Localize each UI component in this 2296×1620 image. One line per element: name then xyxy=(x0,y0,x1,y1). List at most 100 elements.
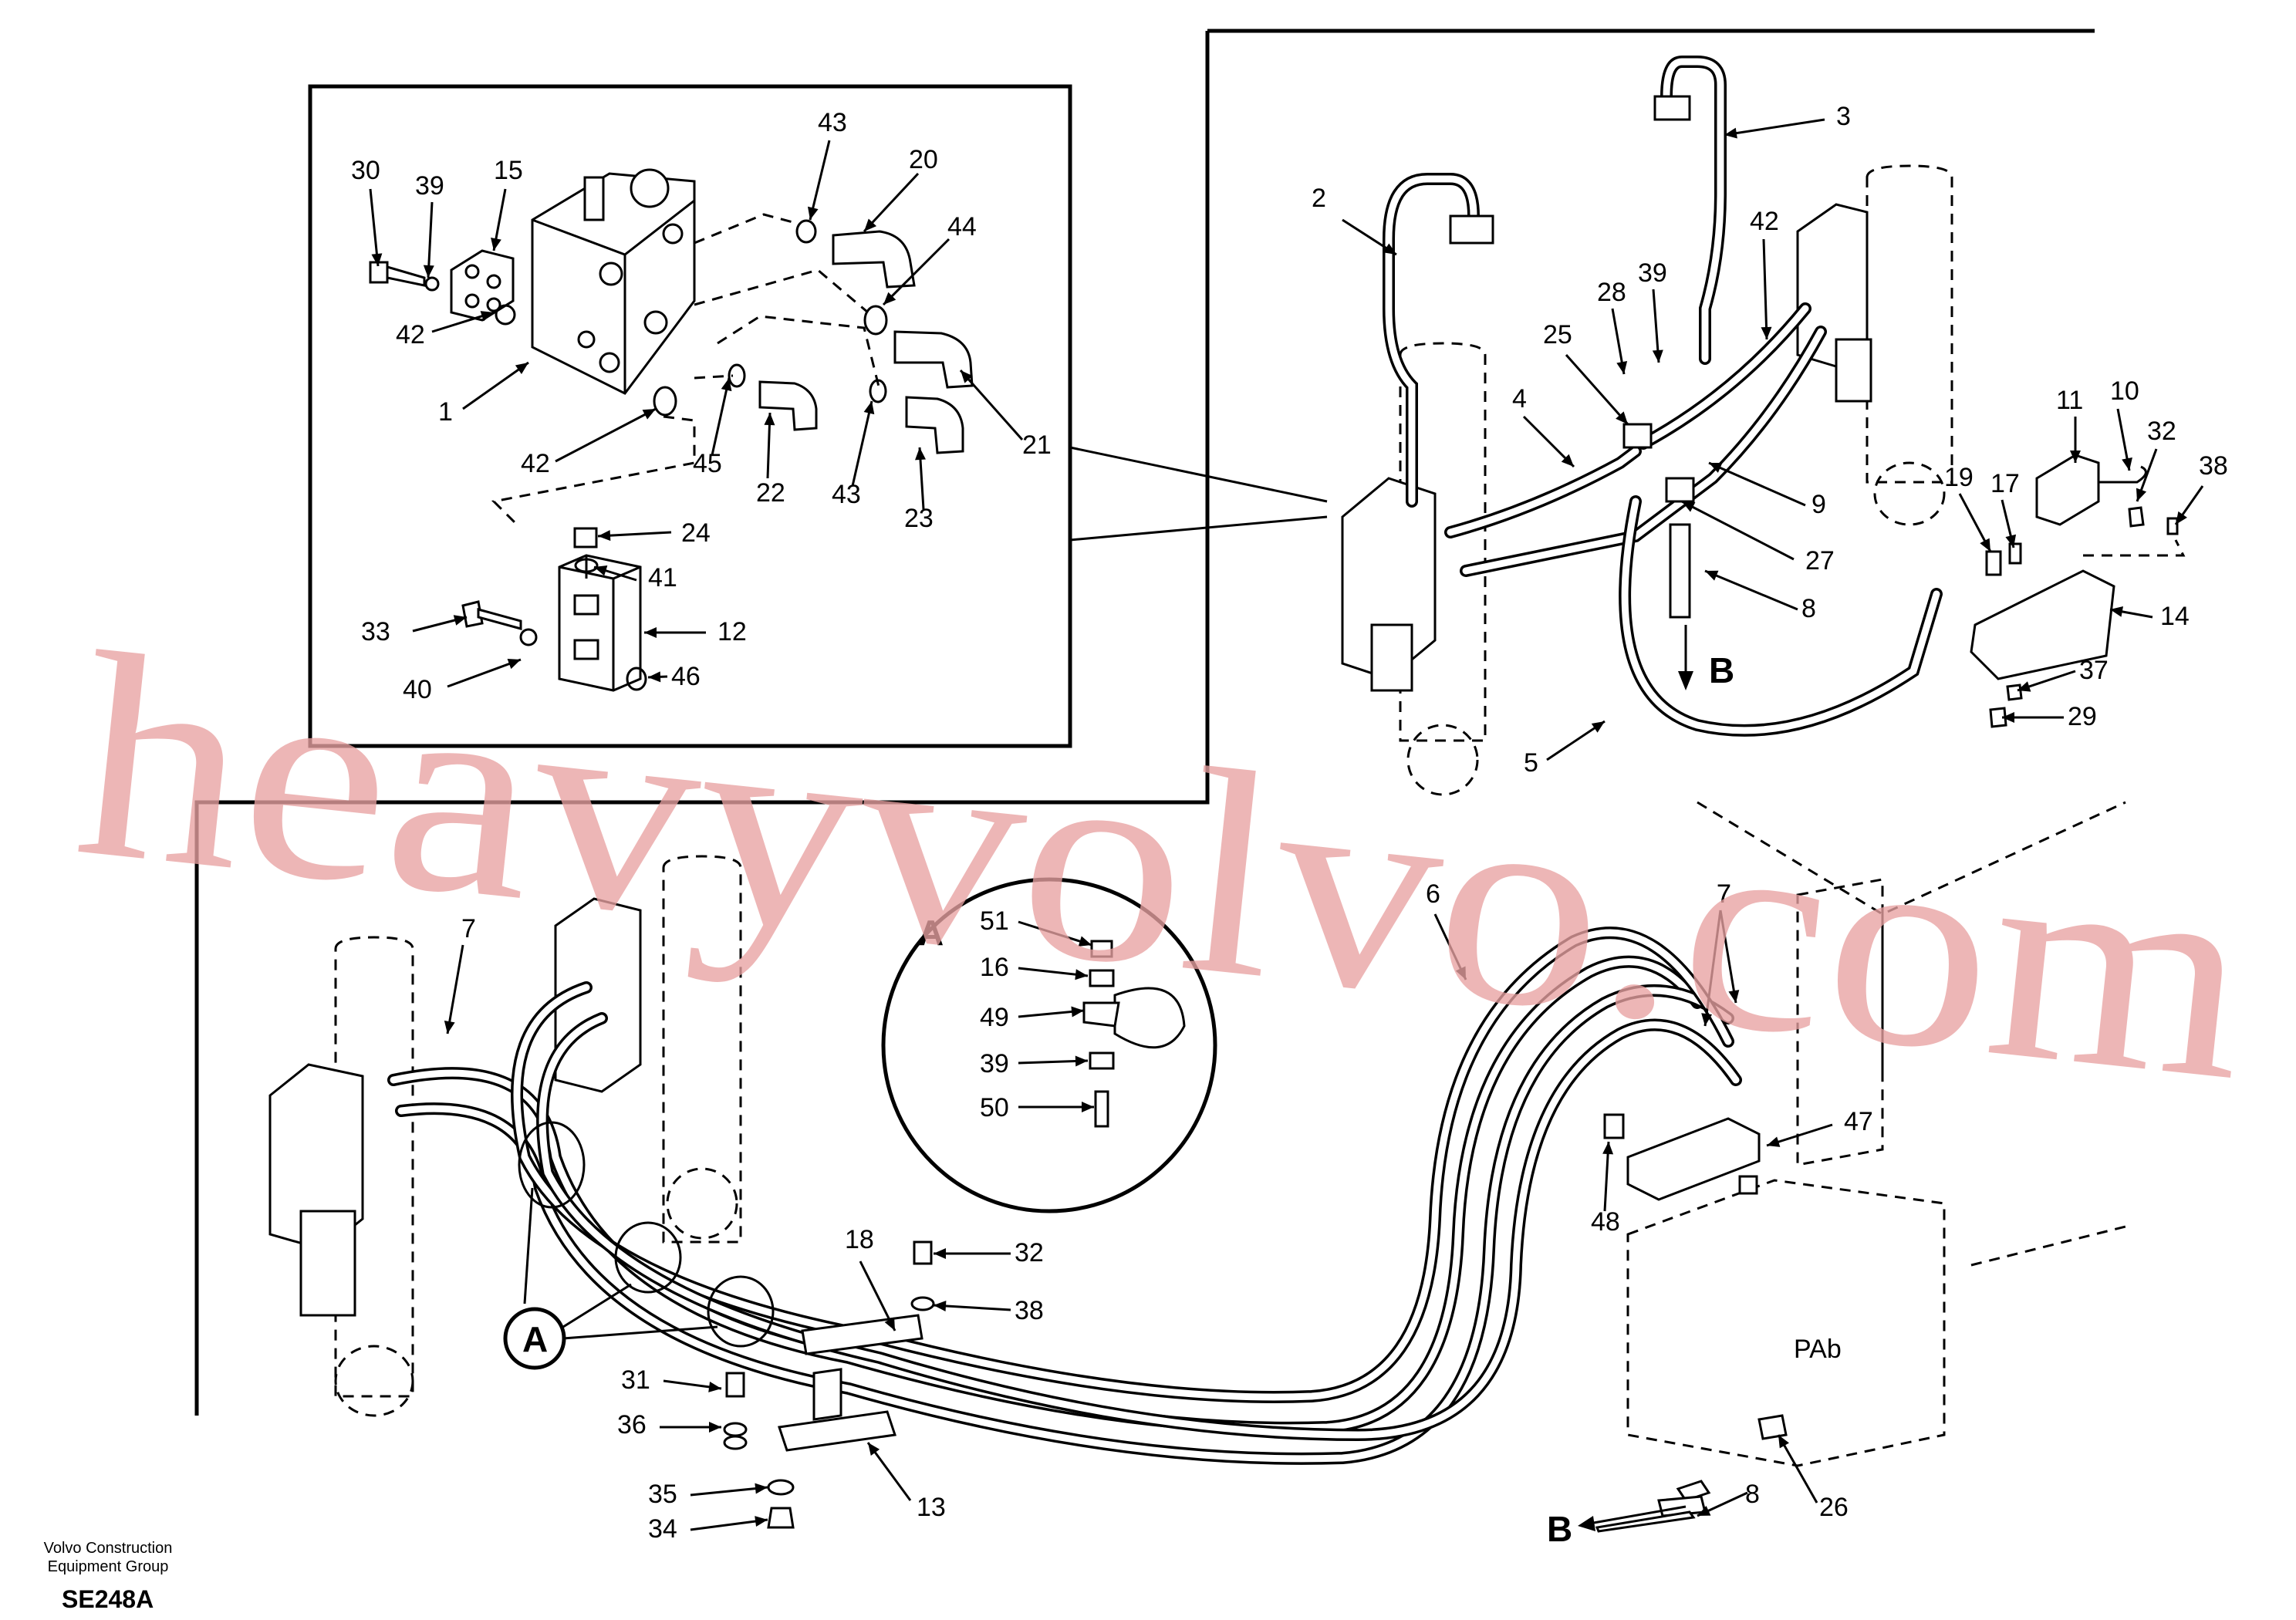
part-label: 32 xyxy=(2147,417,2176,446)
part-label: 49 xyxy=(980,1003,1009,1032)
leader-line xyxy=(1708,461,1806,507)
leader-arrowhead xyxy=(371,253,383,266)
leader-arrowhead xyxy=(2176,511,2187,525)
watermark-text: heavyvolvo.com xyxy=(65,592,2263,1142)
part-label: 4 xyxy=(1512,384,1527,413)
footer-line-2: Equipment Group xyxy=(47,1558,169,1575)
part-label: 42 xyxy=(521,449,550,478)
part-label: 13 xyxy=(917,1493,946,1522)
part-label: 35 xyxy=(648,1480,677,1509)
part-label: 16 xyxy=(980,953,1009,982)
leader-arrowhead xyxy=(1383,243,1396,255)
detail-inset-box xyxy=(308,84,1072,748)
leader-arrowhead xyxy=(515,363,528,374)
leader-line xyxy=(1724,118,1825,137)
valve-block-lower-left xyxy=(268,1063,364,1251)
leader-arrowhead xyxy=(2017,681,2031,692)
leader-line xyxy=(690,1486,768,1497)
leader-line xyxy=(809,140,831,221)
part-label: 10 xyxy=(2110,376,2139,406)
leader-arrowhead xyxy=(1616,411,1628,424)
part-label: 38 xyxy=(1015,1296,1044,1325)
part-label: 39 xyxy=(415,171,444,201)
leader-arrowhead xyxy=(598,530,611,542)
mounting-bracket xyxy=(1970,569,2115,680)
leader-arrowhead xyxy=(2005,534,2017,548)
part-label: 37 xyxy=(2079,656,2109,685)
leader-arrowhead xyxy=(491,237,501,251)
leader-line xyxy=(1777,1434,1818,1504)
part-label: 36 xyxy=(617,1410,647,1439)
leader-arrowhead xyxy=(1682,501,1696,512)
frame-lines xyxy=(194,29,2095,1416)
leader-arrowhead xyxy=(709,1422,721,1433)
leader-line xyxy=(690,1518,768,1531)
part-label: 43 xyxy=(832,480,861,509)
part-label: 9 xyxy=(1811,490,1826,519)
leader-arrowhead xyxy=(755,1483,768,1494)
part-label: 2 xyxy=(1312,184,1326,213)
part-label: 8 xyxy=(1801,594,1816,623)
callout-a-text: A xyxy=(522,1319,548,1359)
part-label: 30 xyxy=(351,156,380,185)
part-label: 44 xyxy=(947,212,977,241)
leader-line xyxy=(711,377,731,456)
leader-line xyxy=(555,407,657,463)
leader-line xyxy=(369,188,380,267)
leader-arrowhead xyxy=(594,565,608,576)
leader-arrowhead xyxy=(644,627,657,638)
part-label: 6 xyxy=(1426,879,1440,909)
leader-arrowhead xyxy=(1980,538,1990,552)
leader-arrowhead xyxy=(423,265,434,278)
part-label: 29 xyxy=(2068,702,2097,731)
detail-a-label: A xyxy=(918,913,944,953)
valve-block-exploded-view xyxy=(369,168,974,692)
elbow-fitting-21 xyxy=(893,330,974,389)
leader-arrowhead xyxy=(1728,990,1740,1003)
leader-arrowhead xyxy=(961,370,973,383)
part-label: 19 xyxy=(1944,463,1974,492)
part-label: 41 xyxy=(648,563,677,592)
leader-arrowhead xyxy=(1709,463,1723,473)
leader-arrowhead xyxy=(1616,361,1628,374)
part-label: 7 xyxy=(1717,879,1731,909)
part-label: 46 xyxy=(671,662,701,691)
part-label: 39 xyxy=(980,1049,1009,1078)
leader-arrowhead xyxy=(1591,721,1605,733)
leader-line xyxy=(447,658,522,688)
leader-arrowhead xyxy=(1701,1013,1713,1026)
footer-line-1: Volvo Construction xyxy=(43,1540,173,1557)
leader-arrowhead xyxy=(915,447,926,461)
leader-line xyxy=(959,370,1024,440)
leader-arrowhead xyxy=(1697,1505,1711,1516)
part-label: 38 xyxy=(2199,451,2228,481)
leader-line xyxy=(851,400,873,487)
cover-plate xyxy=(450,249,515,322)
clamp-plate xyxy=(778,1410,896,1452)
leader-arrowhead xyxy=(1075,969,1088,980)
part-label: 34 xyxy=(648,1514,677,1544)
leader-arrowhead xyxy=(2122,457,2132,471)
part-label: 39 xyxy=(1638,258,1667,288)
part-label: 5 xyxy=(1524,748,1538,778)
leader-arrowhead xyxy=(934,1248,946,1259)
leader-line xyxy=(933,1304,1011,1311)
leader-line xyxy=(863,172,920,233)
pressure-switch xyxy=(2035,454,2100,526)
leader-line xyxy=(1681,500,1795,561)
part-label: 8 xyxy=(1745,1480,1760,1509)
footer-company: Volvo Construction Equipment Group xyxy=(31,1539,185,1576)
part-label: 40 xyxy=(403,675,432,704)
part-label: 43 xyxy=(818,108,847,137)
leader-arrowhead xyxy=(444,1021,455,1034)
leader-arrowhead xyxy=(507,658,521,670)
control-valve-marking: PAb xyxy=(1794,1335,1842,1364)
leader-arrowhead xyxy=(1705,570,1719,581)
leader-arrowhead xyxy=(1724,127,1737,139)
leader-line xyxy=(882,238,950,306)
part-label: 11 xyxy=(2056,386,2083,415)
leader-line xyxy=(1565,354,1629,425)
leader-arrowhead xyxy=(1071,1006,1084,1018)
part-label: 45 xyxy=(693,449,722,478)
